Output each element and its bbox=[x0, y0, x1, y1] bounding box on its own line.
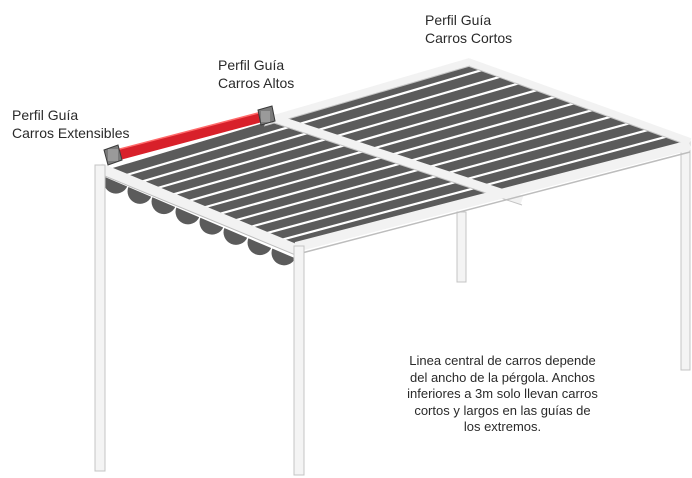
note-line: Linea central de carros depende bbox=[409, 353, 596, 368]
note-line: del ancho de la pérgola. Anchos bbox=[409, 369, 596, 385]
slat bbox=[137, 74, 506, 184]
frame bbox=[98, 58, 692, 257]
carriage-alto bbox=[257, 105, 276, 126]
label-line: Perfil Guía bbox=[425, 12, 492, 28]
slat bbox=[121, 67, 487, 178]
label-line: Perfil Guía bbox=[12, 107, 79, 123]
label-line: Perfil Guía bbox=[218, 57, 285, 73]
note-line: los extremos. bbox=[463, 419, 542, 434]
note-line: inferiores a 3m solo llevan carros bbox=[407, 386, 598, 401]
carriage-extensible bbox=[103, 144, 123, 166]
label-line: Carros Altos bbox=[218, 75, 295, 91]
label-carros-cortos: Perfil Guía Carros Cortos bbox=[425, 11, 512, 47]
front-posts bbox=[94, 164, 305, 476]
label-carros-altos: Perfil Guía Carros Altos bbox=[218, 56, 294, 92]
red-guide-profile bbox=[115, 111, 266, 160]
note-line: cortos y largos en las guías de bbox=[414, 402, 591, 418]
label-line: Carros Cortos bbox=[425, 30, 513, 46]
center-line-note: Linea central de carros depende del anch… bbox=[360, 353, 645, 436]
label-carros-extensibles: Perfil Guía Carros Extensibles bbox=[12, 106, 130, 142]
label-line: Carros Extensibles bbox=[12, 125, 130, 141]
